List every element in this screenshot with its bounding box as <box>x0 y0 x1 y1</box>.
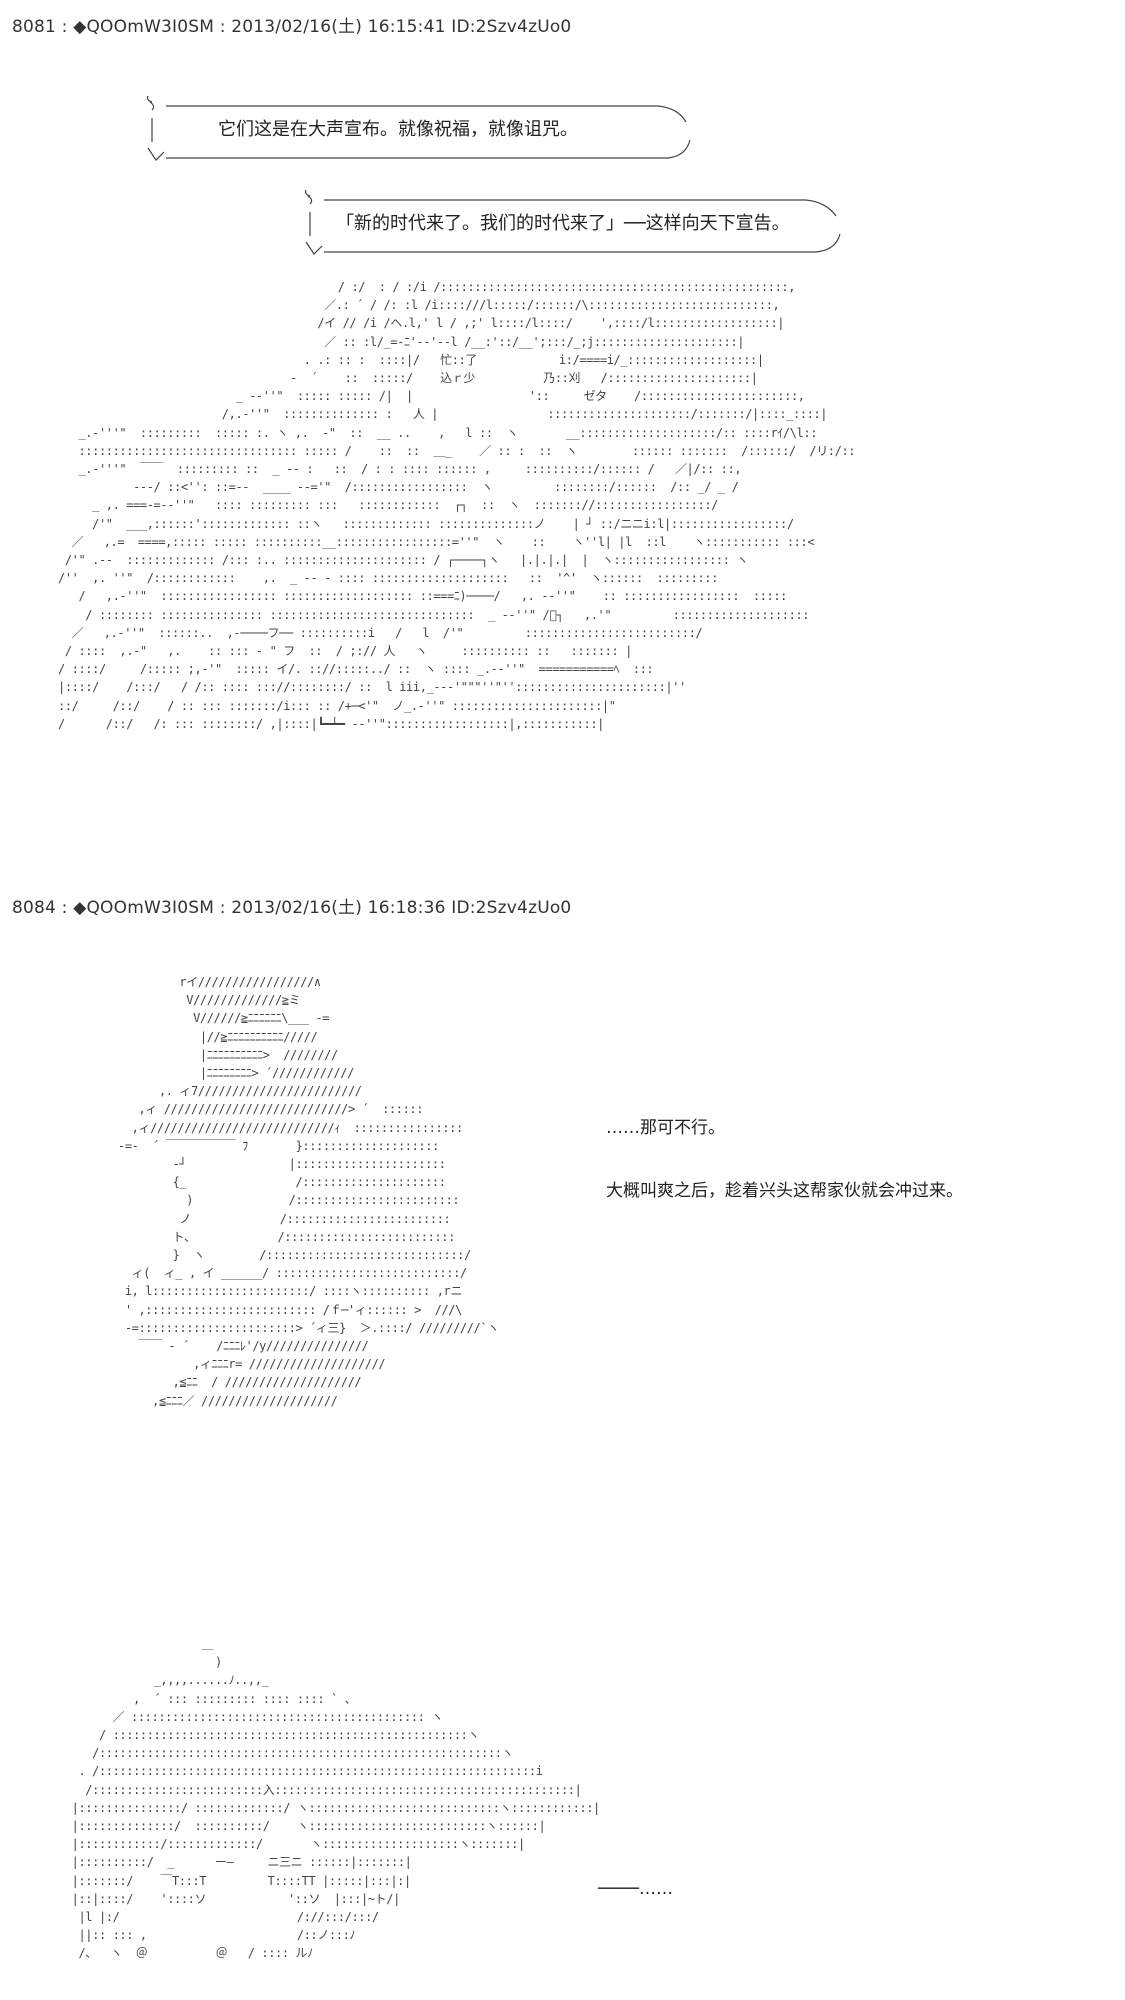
ascii-art-round-face: ＿ ) _,,,,......ﾉ..,,_ , ´ ::: ::::::::: … <box>71 1637 601 1961</box>
post-header-8084: 8084 : ◆QOOmW3I0SM : 2013/02/16(土) 16:18… <box>12 898 572 918</box>
ascii-art-hat-figure: rイ/////////////////∧ V/////////////≧ミ V/… <box>118 975 499 1408</box>
speech-bubble-2: 「新的时代来了。我们的时代来了」──这样向天下宣告。 <box>296 189 846 255</box>
post-header-8081: 8081 : ◆QOOmW3I0SM : 2013/02/16(土) 16:15… <box>12 17 572 37</box>
speech-bubble-1: 它们这是在大声宣布。就像祝福，就像诅咒。 <box>138 95 698 161</box>
ascii-art-creature: / :/ : / :/i /::::::::::::::::::::::::::… <box>58 280 856 731</box>
speech-bubble-icon <box>146 95 691 161</box>
bubble-text: 它们这是在大声宣布。就像祝福，就像诅咒。 <box>218 119 578 140</box>
speech-bubble-icon <box>304 189 841 255</box>
narration-line-1: ……那可不行。 <box>606 1118 725 1138</box>
narration-line-3: ────…… <box>598 1879 673 1899</box>
bubble-text: 「新的时代来了。我们的时代来了」──这样向天下宣告。 <box>336 213 790 234</box>
narration-line-2: 大概叫爽之后，趁着兴头这帮家伙就会冲过来。 <box>606 1181 963 1201</box>
